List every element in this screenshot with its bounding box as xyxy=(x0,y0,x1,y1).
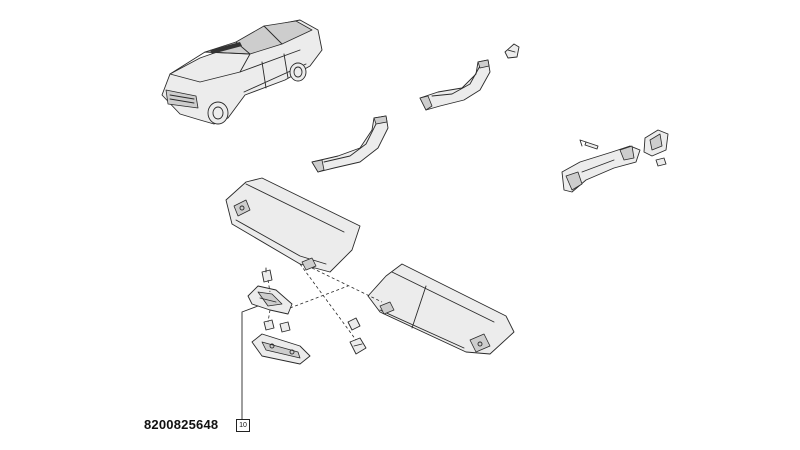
grab-handle-upper xyxy=(420,60,490,110)
grab-handle-middle xyxy=(312,116,388,172)
car-illustration xyxy=(162,20,322,124)
part-number-label: 8200825648 xyxy=(144,417,219,432)
assembly-guide-lines xyxy=(268,264,382,340)
grab-handle-right-assembly xyxy=(562,130,668,192)
visor-mount-bracket xyxy=(248,268,310,364)
sun-visor-left xyxy=(226,178,360,272)
reference-number-box: 10 xyxy=(236,419,250,432)
reference-leader xyxy=(242,306,258,419)
sun-visor-right xyxy=(368,264,514,354)
small-clip xyxy=(505,44,519,58)
visor-clips-center xyxy=(348,318,366,354)
